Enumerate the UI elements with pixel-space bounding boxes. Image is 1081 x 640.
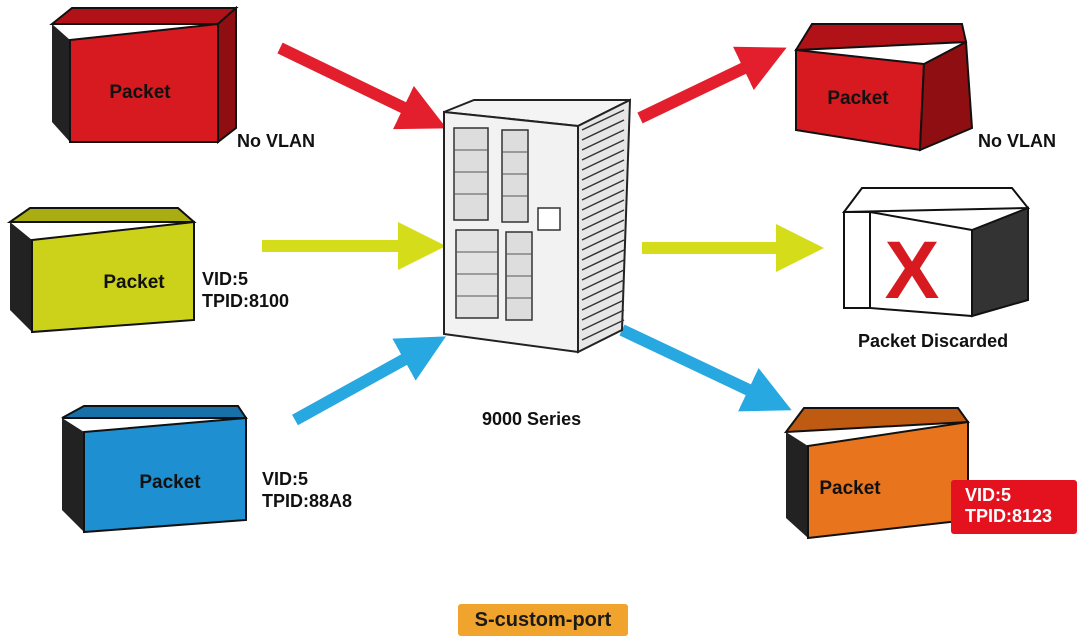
packet-out-red-label: Packet — [827, 88, 889, 109]
switch-fin — [581, 249, 625, 271]
switch-fin — [581, 269, 625, 291]
switch-fin — [581, 139, 625, 161]
in-yellow-info: VID:5 TPID:8100 — [202, 268, 289, 312]
in-blue-info: VID:5 TPID:88A8 — [262, 468, 352, 512]
arrow-out-red — [637, 46, 787, 124]
packet-in-red-label: Packet — [109, 82, 171, 103]
packet-in-blue: Packet — [61, 405, 248, 534]
packet-in-yellow-label: Packet — [103, 272, 165, 293]
in-blue-vid: VID:5 — [262, 469, 309, 489]
arrow-in-blue — [292, 336, 446, 426]
in-red-info: No VLAN — [237, 130, 315, 152]
packet-in-blue-label: Packet — [139, 472, 201, 493]
switch-fin — [581, 319, 625, 341]
arrow-out-blue — [619, 324, 792, 412]
out-red-info: No VLAN — [978, 130, 1056, 152]
switch-fin — [581, 239, 625, 261]
packet-in-red: Packet — [49, 5, 239, 145]
switch-fin — [581, 229, 625, 251]
switch-caption: 9000 Series — [482, 409, 582, 429]
out-orange-info-badge: VID:5 TPID:8123 — [951, 480, 1077, 534]
port-mode-label: S-custom-port — [458, 604, 628, 636]
in-blue-tpid: TPID:88A8 — [262, 491, 353, 511]
switch-fin — [581, 179, 625, 201]
switch-fin — [581, 159, 625, 181]
packet-out-red: Packet — [794, 23, 974, 152]
discard-x-mark: X — [885, 225, 940, 316]
packet-in-yellow: Packet — [6, 207, 197, 334]
packet-out-orange-label: Packet — [819, 478, 881, 499]
switch-fin — [581, 259, 625, 281]
switch-fin — [581, 149, 625, 171]
switch-fin — [581, 219, 625, 241]
switch-fin — [581, 199, 625, 221]
switch-fin — [581, 119, 625, 141]
switch-device — [443, 98, 632, 354]
discarded-caption: Packet Discarded — [858, 331, 1009, 351]
switch-fin — [581, 129, 625, 151]
arrow-in-red — [277, 42, 447, 130]
in-yellow-tpid: TPID:8100 — [202, 291, 290, 311]
switch-fin — [581, 109, 625, 131]
switch-fin — [581, 189, 625, 211]
switch-fin — [581, 209, 625, 231]
out-red-info-line: No VLAN — [978, 131, 1056, 151]
switch-fin — [581, 299, 625, 321]
packet-out-discarded: X — [841, 187, 1031, 318]
in-yellow-vid: VID:5 — [202, 269, 249, 289]
in-red-info-line: No VLAN — [237, 131, 315, 151]
switch-fin — [581, 169, 625, 191]
out-orange-vid: VID:5 — [965, 485, 1012, 505]
out-orange-tpid: TPID:8123 — [965, 506, 1053, 526]
packet-out-orange: Packet — [783, 407, 970, 540]
switch-fin — [581, 289, 625, 311]
switch-fin — [581, 309, 625, 331]
switch-fin — [581, 279, 625, 301]
